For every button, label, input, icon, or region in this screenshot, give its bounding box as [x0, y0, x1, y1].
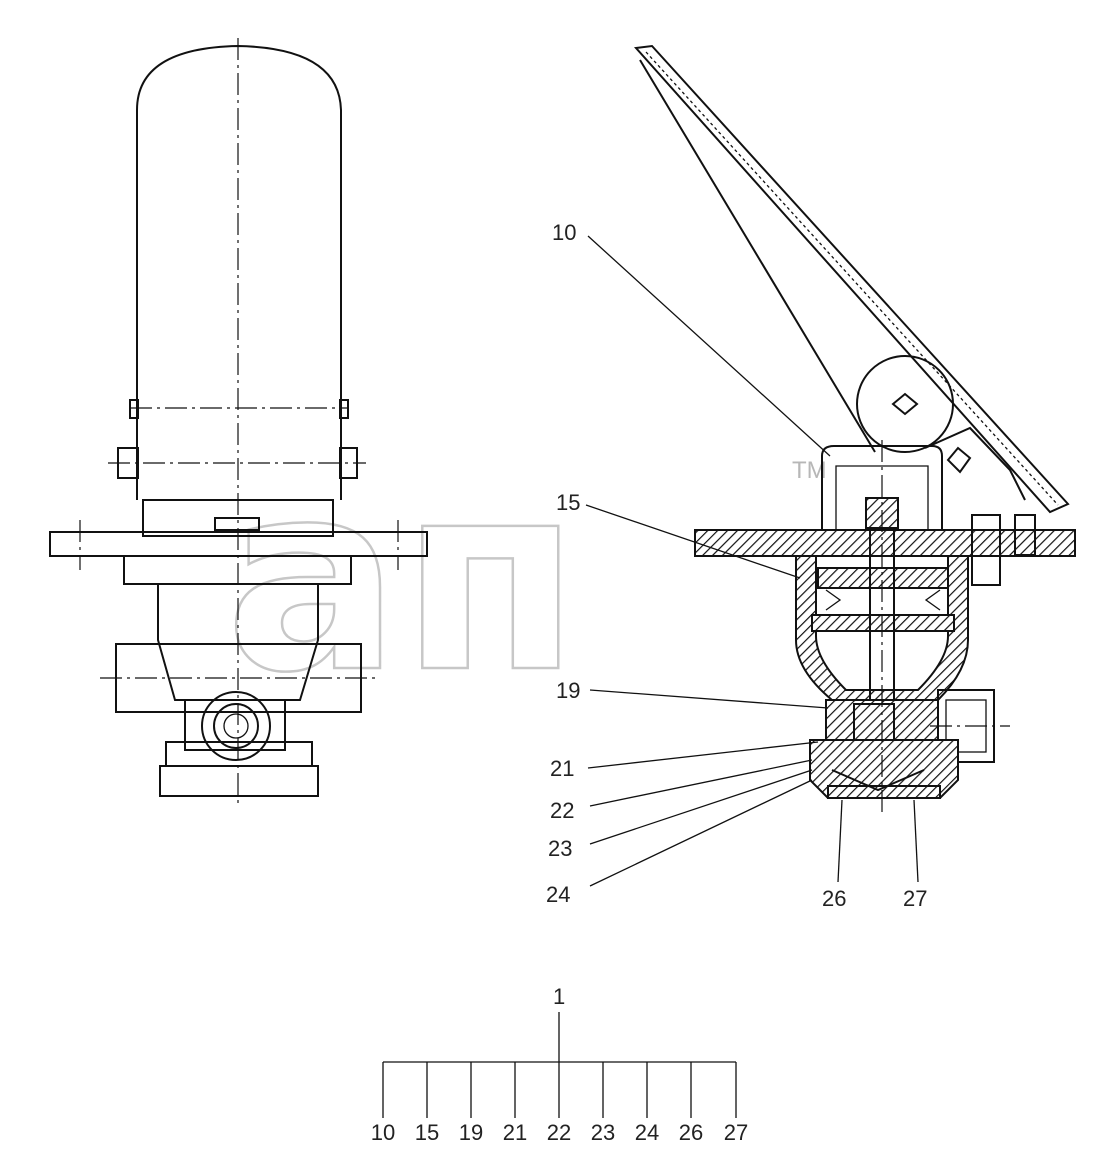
plate-bolt [1014, 514, 1036, 556]
callout-label: 23 [548, 836, 572, 861]
callout-label: 27 [903, 886, 927, 911]
leader-23 [589, 769, 813, 845]
leader-24 [589, 779, 813, 887]
spring [825, 589, 941, 611]
callout-label: 19 [556, 678, 580, 703]
left-view [49, 38, 428, 808]
leader-27 [913, 799, 919, 883]
leader-22 [589, 759, 813, 807]
front-port-inner [213, 703, 259, 749]
callout-label: 10 [552, 220, 576, 245]
assembly-tree: 1 10 15 19 21 22 23 24 26 27 [371, 984, 748, 1145]
roller-pin [891, 392, 919, 416]
callout-label: 24 [546, 882, 570, 907]
assembly-part: 19 [459, 1120, 483, 1145]
watermark-text: ап [225, 428, 580, 730]
bracket-pin [946, 446, 972, 474]
plate-bolt [971, 514, 1001, 586]
valve-housing-section [795, 555, 969, 713]
bracket [924, 426, 1026, 501]
right-view [633, 44, 1076, 815]
lug [339, 399, 349, 419]
assembly-part: 23 [591, 1120, 615, 1145]
assembly-part: 27 [724, 1120, 748, 1145]
front-port-boss [184, 699, 286, 751]
assembly-part: 15 [415, 1120, 439, 1145]
bottom-cap [165, 741, 313, 767]
front-port [201, 691, 271, 761]
leader-19 [589, 689, 829, 709]
callout-label: 22 [550, 798, 574, 823]
assembly-part: 24 [635, 1120, 659, 1145]
watermark: ап TM [224, 427, 827, 732]
leader-15 [585, 504, 801, 579]
assembly-label: 1 [553, 984, 565, 1009]
diaphragm [811, 614, 955, 632]
callout-labels: 10 15 19 21 22 23 24 26 27 [546, 220, 927, 911]
lever-rod [639, 59, 876, 453]
bottom-nut [159, 765, 319, 797]
assembly-part: 26 [679, 1120, 703, 1145]
assembly-part: 22 [547, 1120, 571, 1145]
exhaust-valve [831, 769, 925, 792]
leader-lines [585, 235, 919, 887]
cover-bolt [214, 517, 260, 531]
upper-spring-seat [817, 567, 949, 589]
lever-hatch [645, 51, 1059, 506]
trademark-mark: TM [792, 457, 827, 484]
mounting-plate [694, 529, 1076, 557]
roller [856, 355, 954, 453]
plunger-cap [821, 445, 943, 530]
leader-26 [837, 799, 843, 883]
plunger-cap-inner [835, 465, 929, 530]
callout-label: 15 [556, 490, 580, 515]
leader-21 [587, 741, 819, 769]
callout-label: 21 [550, 756, 574, 781]
front-port-bore [223, 713, 249, 739]
bottom-body [809, 739, 959, 799]
bottom-cap [827, 785, 941, 799]
lug [129, 399, 139, 419]
leader-10 [587, 235, 831, 457]
assembly-part: 10 [371, 1120, 395, 1145]
callout-label: 26 [822, 886, 846, 911]
assembly-part: 21 [503, 1120, 527, 1145]
